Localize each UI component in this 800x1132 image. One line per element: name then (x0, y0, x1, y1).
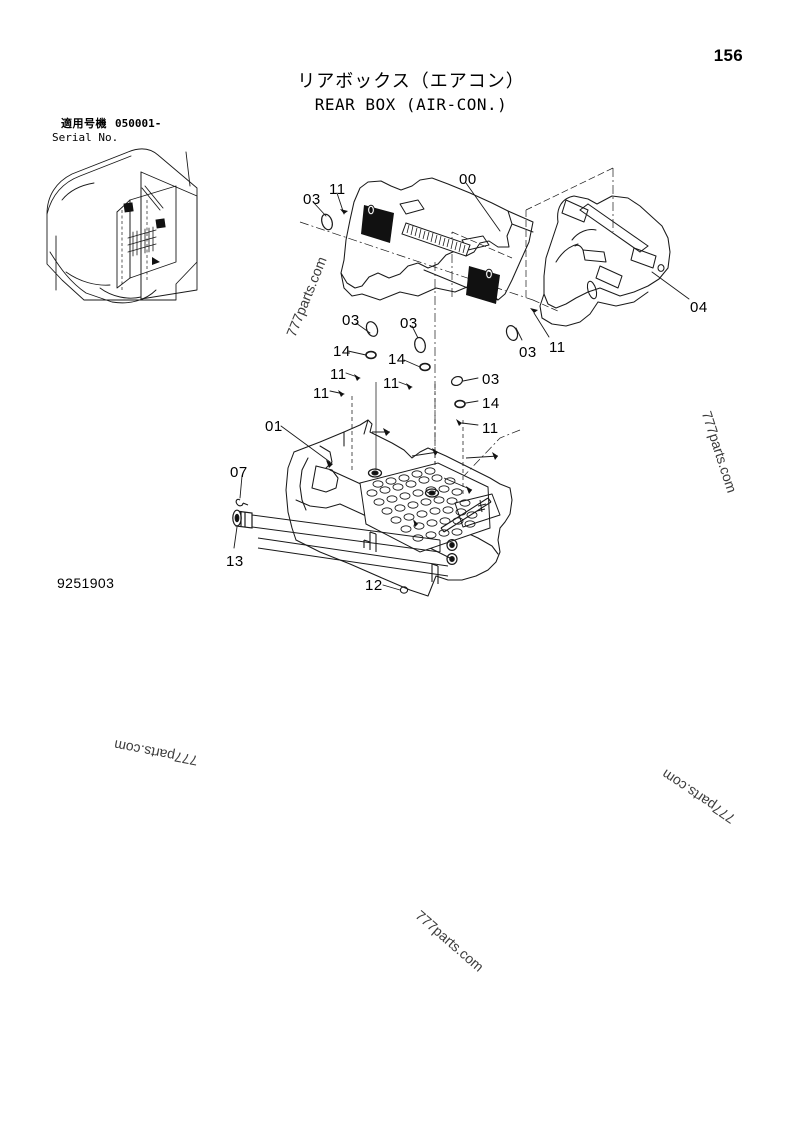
callout-04: 04 (690, 299, 708, 316)
serial-label-english: Serial No. (52, 131, 119, 144)
callout-03-b: 03 (342, 312, 360, 329)
callout-12: 12 (365, 577, 383, 594)
callout-03-e: 03 (482, 371, 500, 388)
leader-lines (233, 182, 690, 591)
part-01-side-grommets (446, 538, 458, 565)
part-00-upper-panel (340, 177, 534, 301)
part-13-rail (251, 514, 449, 577)
callout-11-a: 11 (329, 181, 346, 198)
callout-11-e: 11 (313, 385, 330, 402)
callout-11-f: 11 (482, 420, 499, 437)
callout-01: 01 (265, 418, 283, 435)
part-07-clip (235, 498, 249, 507)
leader-arrowheads (326, 209, 538, 527)
serial-number-value: 050001- (115, 117, 162, 130)
watermark-2: 777parts.com (698, 409, 741, 495)
callout-14-a: 14 (333, 343, 351, 360)
serial-number-block: 適用号機 050001- Serial No. (52, 117, 161, 145)
part-01-perforated-mesh (359, 462, 491, 553)
part-12-washer (399, 586, 409, 594)
callout-03-c: 03 (400, 315, 418, 332)
watermark-1: 777parts.com (283, 254, 330, 339)
part-04-side-bracket (539, 195, 671, 327)
watermark-3: 777parts.com (112, 737, 200, 769)
part-01-installed-grommets (367, 468, 440, 498)
watermark-5: 777parts.com (658, 766, 738, 827)
page-title-japanese: リアボックス（エアコン） (297, 71, 525, 92)
page-title: リアボックス（エアコン） REAR BOX (AIR-CON.) (0, 70, 800, 116)
hardware-14-washers (365, 350, 466, 409)
drawing-number: 9251903 (57, 575, 115, 591)
part-01-lower-box (285, 419, 513, 597)
callout-07: 07 (230, 464, 248, 481)
callout-11-d: 11 (383, 375, 400, 392)
watermark-4: 777parts.com (412, 907, 488, 975)
part-00-dark-insets (361, 205, 500, 304)
page-number: 156 (713, 46, 743, 65)
page-title-english: REAR BOX (AIR-CON.) (314, 95, 508, 114)
callout-11-b: 11 (549, 339, 566, 356)
part-13-bushing (232, 509, 253, 529)
callout-11-c: 11 (330, 366, 347, 383)
callout-13: 13 (226, 553, 244, 570)
serial-label-japanese-row: 適用号機 050001- (52, 117, 161, 131)
callout-00: 00 (459, 171, 477, 188)
serial-label-japanese: 適用号機 (61, 117, 107, 130)
callout-03-a: 03 (303, 191, 321, 208)
part-00-vent-strip (401, 222, 471, 257)
callout-14-c: 14 (482, 395, 500, 412)
hardware-03-grommets (321, 213, 519, 387)
callout-14-b: 14 (388, 351, 406, 368)
callout-03-d: 03 (519, 344, 537, 361)
part-01-label-plate (454, 493, 501, 528)
